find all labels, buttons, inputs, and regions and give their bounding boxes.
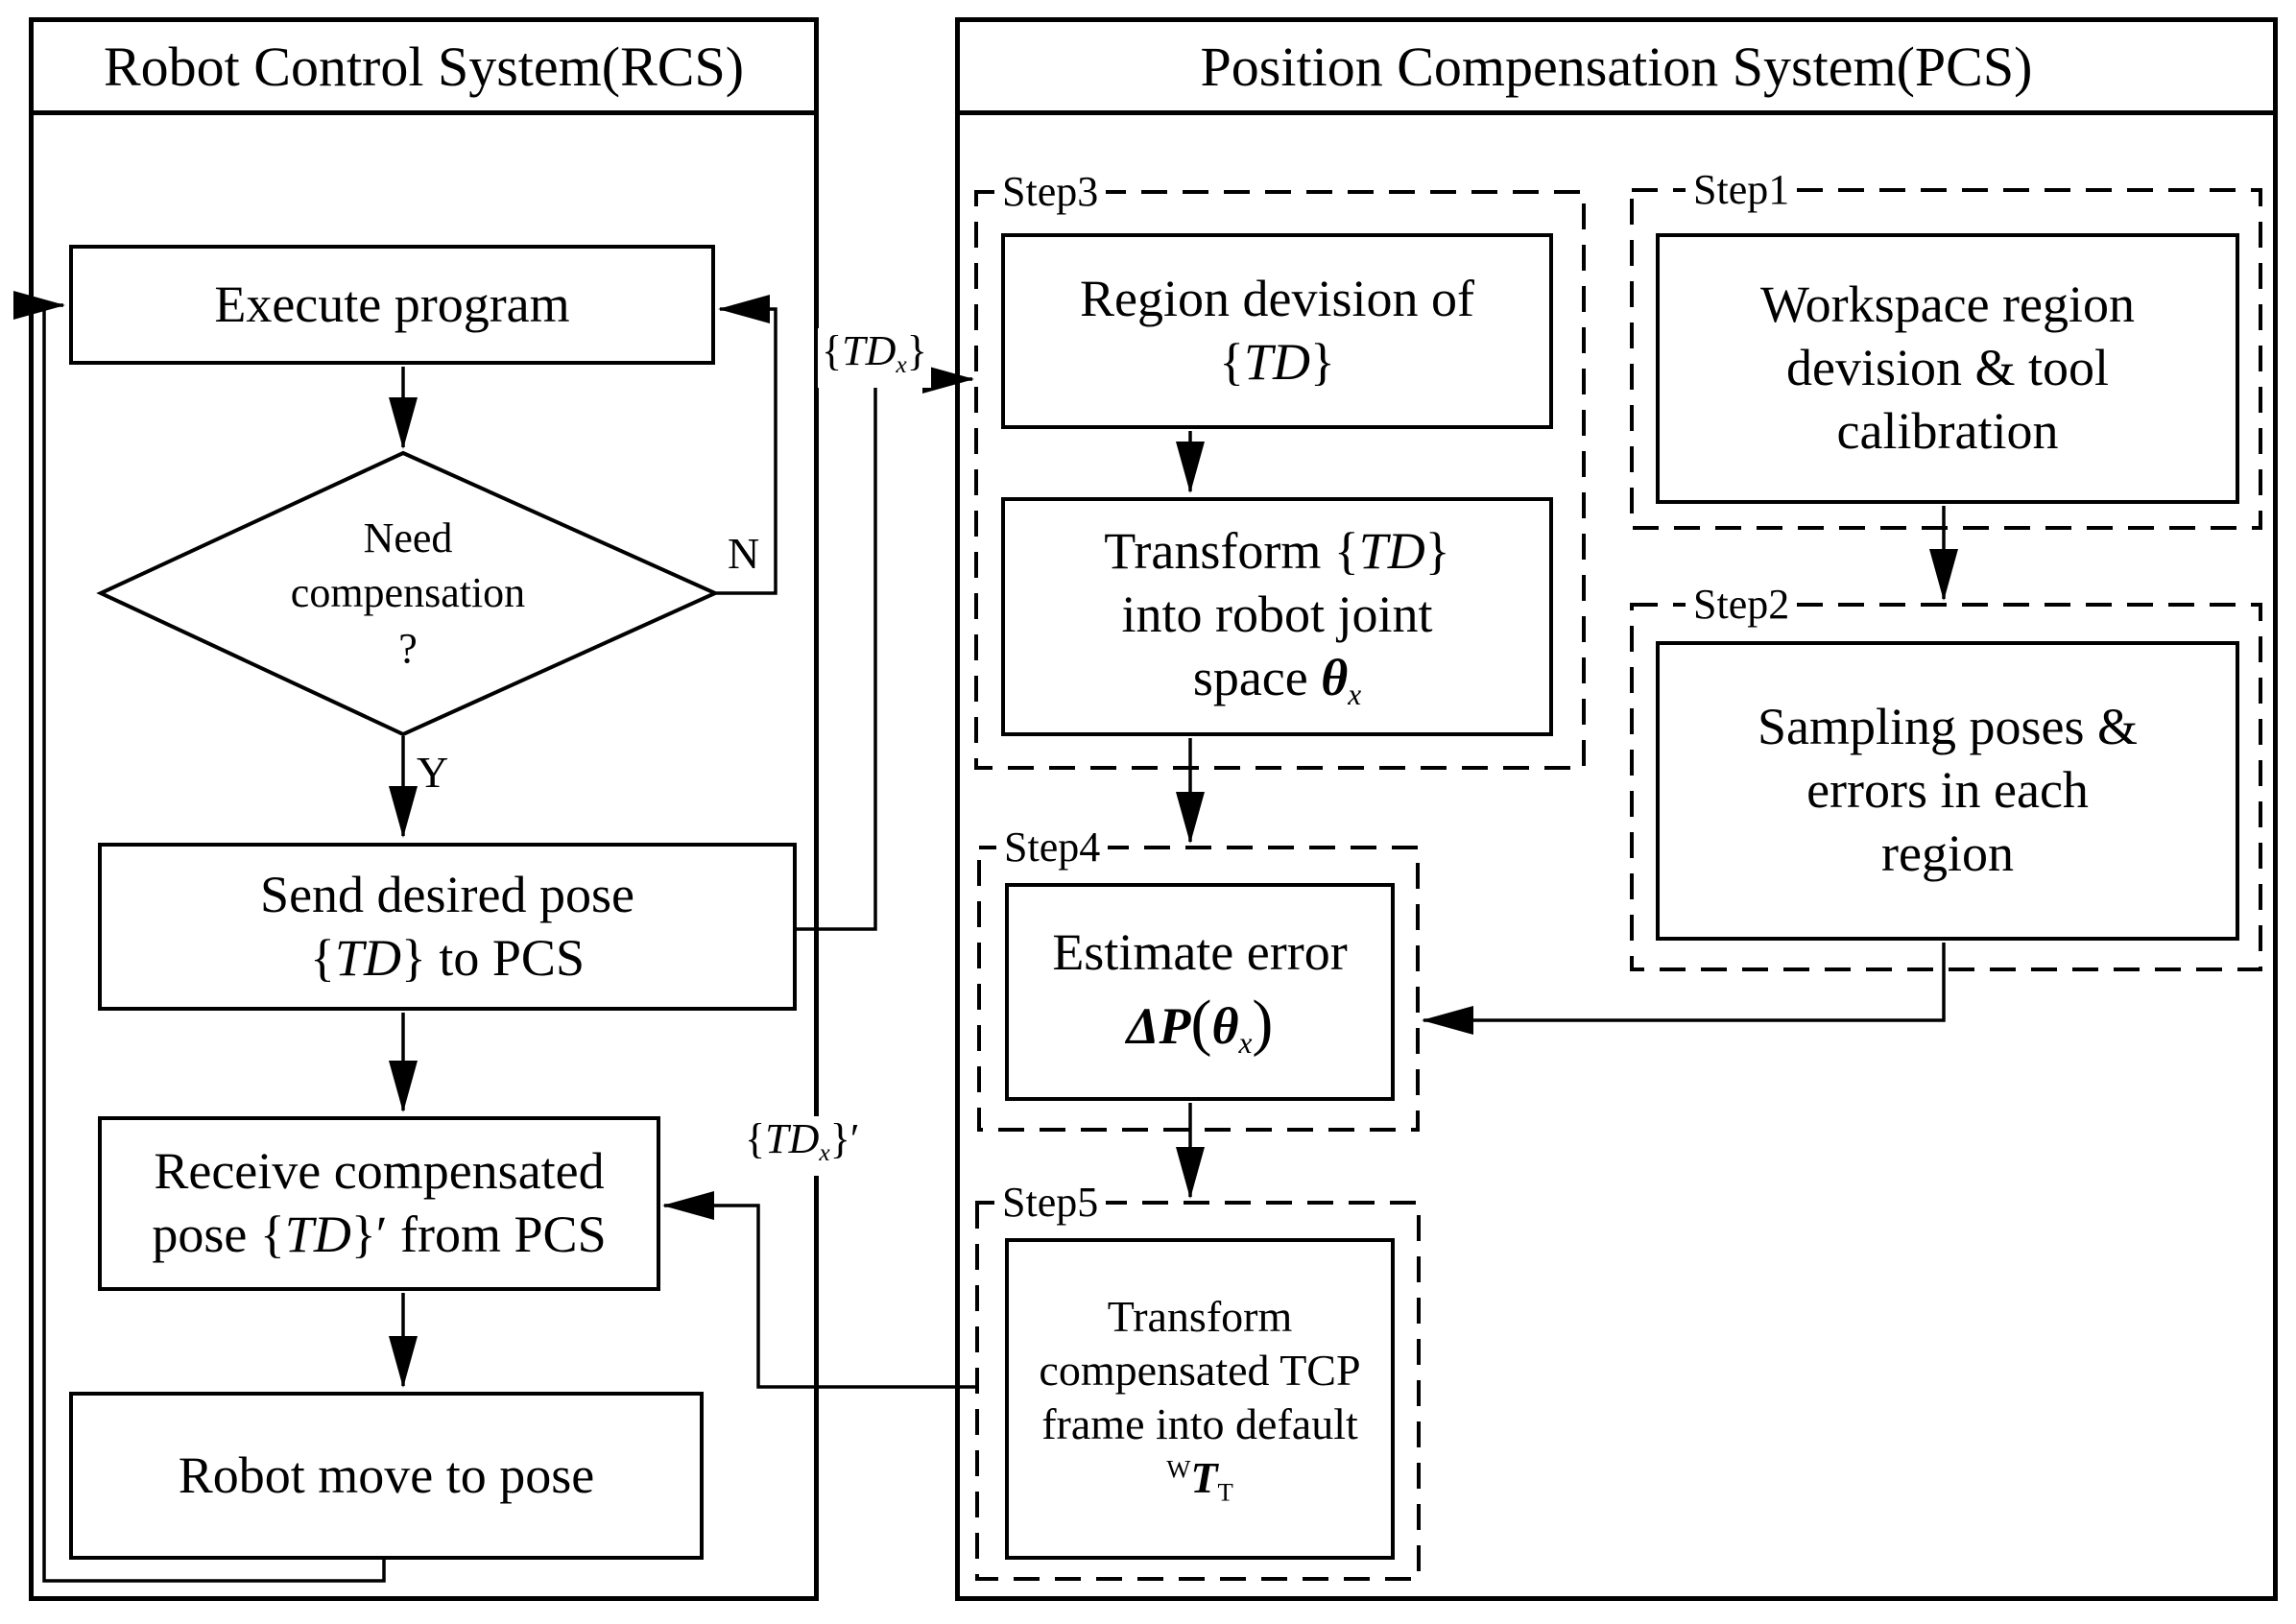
region-division-line2: {TD} [1219, 333, 1335, 391]
transform-tcp-formula: WTT [1166, 1453, 1233, 1507]
transform-joint-box: Transform {TD} into robot joint space θx [1001, 497, 1553, 736]
step1-label: Step1 [1686, 167, 1798, 213]
step3-dashed-box [974, 190, 1586, 770]
robot-move-box: Robot move to pose [69, 1392, 704, 1560]
rcs-panel: Robot Control System(RCS) [29, 17, 819, 1601]
label-no: N [728, 529, 760, 578]
step3-label: Step3 [994, 169, 1107, 215]
region-division-line1: Region devision of [1080, 270, 1474, 328]
step4-dashed-box [977, 846, 1420, 1132]
receive-pose-line2: pose {TD}′ from PCS [152, 1206, 607, 1263]
sampling-line2: errors in each [1806, 761, 2089, 820]
workspace-line1: Workspace region [1760, 275, 2135, 334]
transform-joint-line1: Transform {TD} [1104, 522, 1450, 581]
estimate-error-formula: ΔP(θx) [1126, 988, 1274, 1061]
arrow-loop-robot-to-execute [13, 291, 386, 1583]
send-pose-line2: {TD} to PCS [310, 928, 585, 987]
send-pose-line1: Send desired pose [260, 865, 634, 923]
receive-pose-line1: Receive compensated [154, 1142, 605, 1201]
execute-program-box: Execute program [69, 245, 715, 365]
transform-tcp-box: Transform compensated TCP frame into def… [1005, 1238, 1395, 1560]
td-back-label: {TDx}′ [741, 1116, 864, 1177]
step5-label: Step5 [994, 1180, 1107, 1226]
need-compensation-diamond [96, 450, 720, 737]
arrow-tdx-to-step3 [797, 365, 974, 931]
transform-joint-line2: into robot joint [1121, 585, 1433, 643]
rcs-title: Robot Control System(RCS) [34, 22, 814, 115]
step2-label: Step2 [1686, 582, 1798, 628]
decision-text: Need compensation ? [158, 513, 658, 674]
sampling-line1: Sampling poses & [1757, 698, 2138, 756]
transform-tcp-line3: frame into default [1041, 1399, 1358, 1449]
step4-label: Step4 [996, 824, 1109, 871]
send-pose-box: Send desired pose {TD} to PCS [98, 843, 797, 1011]
td-out-label: {TDx} [818, 328, 931, 389]
workspace-line3: calibration [1836, 401, 2059, 460]
receive-pose-box: Receive compensated pose {TD}′ from PCS [98, 1116, 660, 1291]
workspace-calibration-box: Workspace region devision & tool calibra… [1656, 233, 2239, 504]
pcs-panel: Position Compensation System(PCS) [955, 17, 2278, 1601]
robot-move-label: Robot move to pose [178, 1445, 595, 1504]
estimate-error-box: Estimate error ΔP(θx) [1005, 883, 1395, 1101]
decision-line2: compensation [290, 569, 526, 617]
execute-program-label: Execute program [214, 275, 570, 333]
arrow-tdx-prime-to-receive [662, 1191, 977, 1389]
transform-tcp-line1: Transform [1107, 1291, 1293, 1341]
workspace-line2: devision & tool [1786, 339, 2109, 397]
step1-dashed-box [1630, 188, 2262, 530]
transform-joint-line3: space θx [1192, 648, 1362, 711]
estimate-error-line1: Estimate error [1052, 923, 1348, 982]
step5-dashed-box [975, 1201, 1421, 1581]
decision-line1: Need [363, 514, 453, 562]
transform-tcp-line2: compensated TCP [1039, 1345, 1361, 1395]
arrow-step2-to-step4 [1422, 943, 1946, 1035]
pcs-title: Position Compensation System(PCS) [960, 22, 2273, 115]
arrow-no-branch-to-execute [715, 295, 777, 595]
sampling-line3: region [1881, 824, 2014, 882]
sampling-poses-box: Sampling poses & errors in each region [1656, 641, 2239, 941]
label-yes: Y [417, 748, 449, 797]
step2-dashed-box [1630, 603, 2262, 971]
region-division-box: Region devision of {TD} [1001, 233, 1553, 429]
decision-line3: ? [398, 624, 418, 672]
